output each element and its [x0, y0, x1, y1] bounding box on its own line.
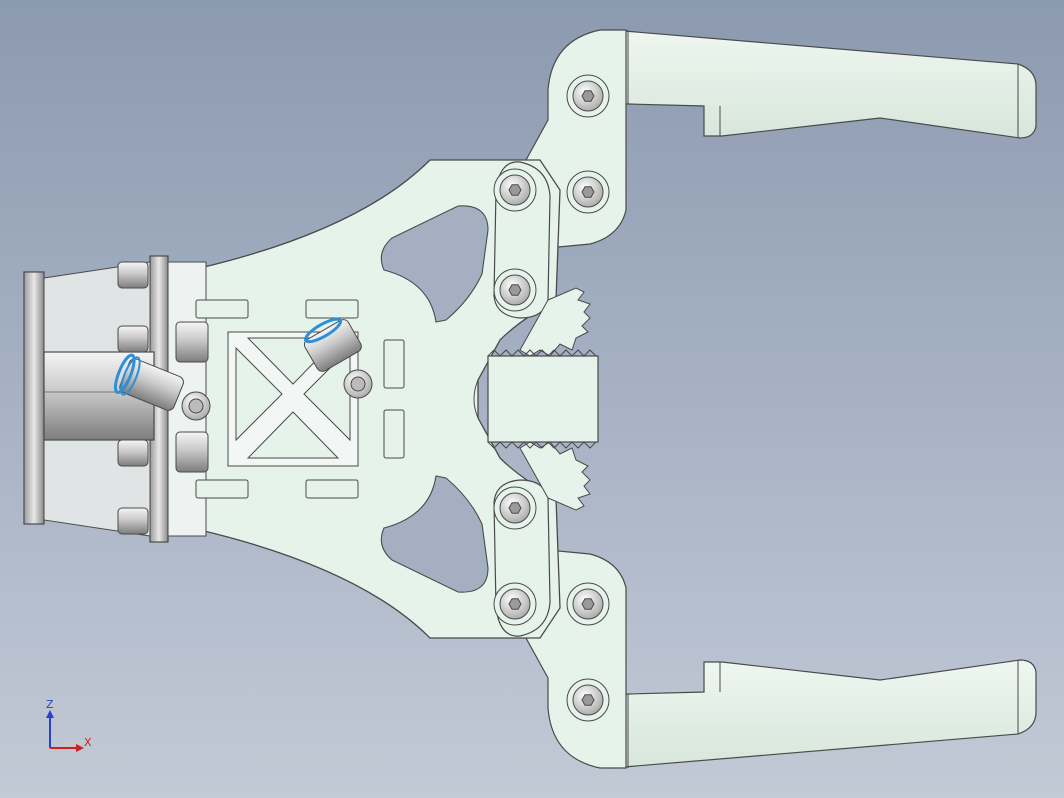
pivot-bolt — [493, 268, 537, 312]
pivot-bolt — [493, 486, 537, 530]
mounting-slots — [195, 299, 405, 499]
upper-gear-segment[interactable] — [519, 287, 591, 357]
upper-finger[interactable] — [611, 29, 1037, 139]
pivot-bolts — [493, 74, 610, 722]
pivot-bolt — [566, 74, 610, 118]
axis-triad: Z X — [46, 698, 92, 752]
main-body-plate[interactable] — [199, 159, 561, 639]
pivot-bolt — [566, 678, 610, 722]
z-axis-label: Z — [46, 698, 54, 711]
lower-gear-segment[interactable] — [519, 441, 591, 511]
gear-rack[interactable] — [473, 349, 599, 449]
left-pneumatic-fitting[interactable] — [112, 353, 211, 421]
pivot-bolt — [493, 168, 537, 212]
lower-finger[interactable] — [611, 659, 1037, 769]
x-axis-label: X — [84, 736, 92, 749]
pivot-bolt — [493, 582, 537, 626]
pivot-bolt — [566, 170, 610, 214]
right-pneumatic-fitting[interactable] — [299, 312, 373, 399]
flange-nuts — [117, 261, 209, 535]
center-cross-plate — [227, 331, 359, 467]
pivot-bolt — [566, 582, 610, 626]
